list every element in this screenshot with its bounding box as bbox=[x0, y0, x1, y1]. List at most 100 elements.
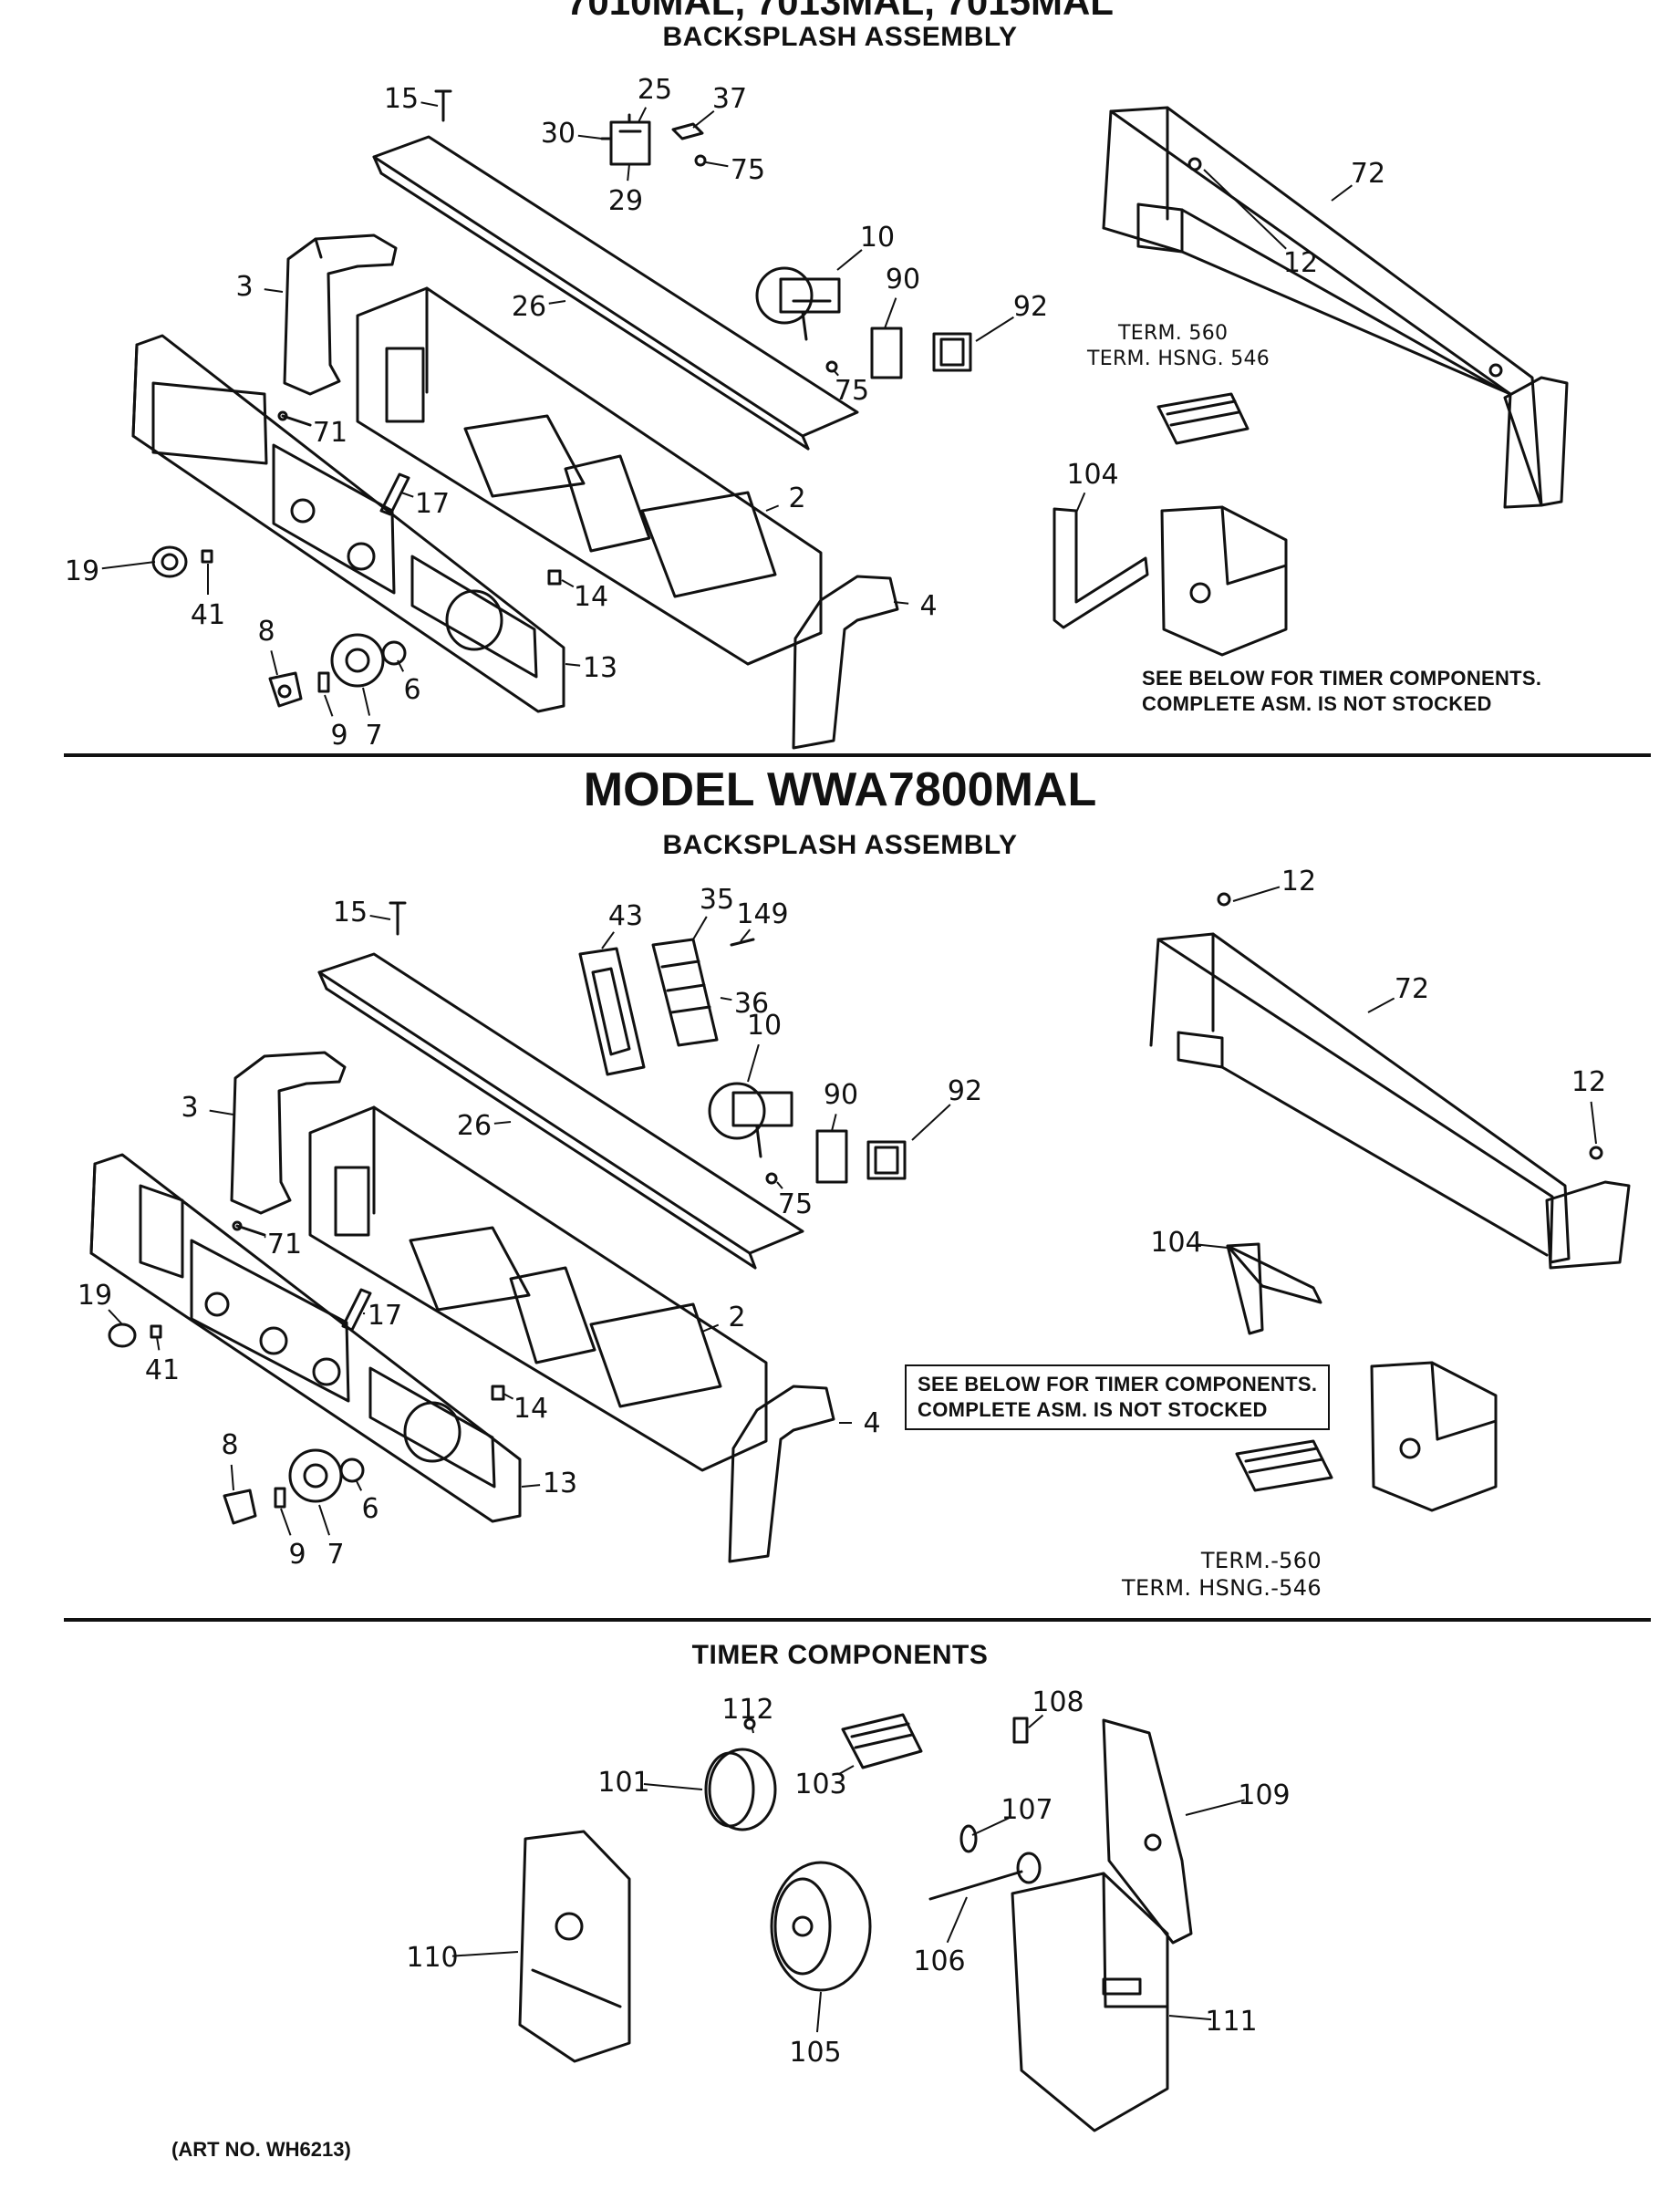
control-panel-frame-2-s2 bbox=[308, 1105, 768, 1472]
callout-leader-92 bbox=[975, 316, 1014, 342]
end-cap-4-s2 bbox=[728, 1385, 835, 1563]
callout-leader-104 bbox=[1196, 1243, 1229, 1249]
callout-leader-104 bbox=[1075, 492, 1086, 514]
callout-10: 10 bbox=[860, 222, 895, 254]
callout-92: 92 bbox=[948, 1075, 982, 1107]
clip-37 bbox=[671, 122, 704, 140]
callout-leader-107 bbox=[971, 1817, 1010, 1836]
callout-71: 71 bbox=[267, 1229, 302, 1260]
callout-leader-6 bbox=[355, 1478, 363, 1491]
callout-leader-37 bbox=[692, 109, 715, 129]
callout-leader-112 bbox=[751, 1728, 754, 1734]
callout-leader-75 bbox=[833, 369, 839, 377]
timer-note-1-line2: COMPLETE ASM. IS NOT STOCKED bbox=[1142, 692, 1492, 715]
callout-leader-101 bbox=[643, 1783, 703, 1790]
callout-6: 6 bbox=[403, 674, 420, 706]
dial-7-s2 bbox=[288, 1448, 343, 1503]
callout-leader-12 bbox=[1590, 1101, 1597, 1145]
link-17-s2 bbox=[341, 1288, 372, 1332]
callout-leader-12 bbox=[1232, 886, 1281, 902]
callout-3: 3 bbox=[181, 1092, 198, 1124]
callout-12: 12 bbox=[1283, 247, 1318, 279]
callout-30: 30 bbox=[541, 118, 576, 150]
callout-9: 9 bbox=[288, 1539, 306, 1571]
callout-2: 2 bbox=[728, 1302, 745, 1333]
link-17 bbox=[379, 472, 410, 516]
callout-75: 75 bbox=[778, 1188, 813, 1220]
knob-6-s2 bbox=[339, 1458, 365, 1483]
callout-8: 8 bbox=[257, 616, 275, 648]
callout-leader-3 bbox=[264, 288, 284, 293]
callout-leader-6 bbox=[397, 659, 405, 672]
callout-leader-8 bbox=[270, 650, 278, 676]
clip-41-s2 bbox=[150, 1324, 162, 1339]
switch-bracket-90-s2 bbox=[815, 1129, 848, 1184]
timer-note-2-line1: SEE BELOW FOR TIMER COMPONENTS. bbox=[918, 1373, 1318, 1395]
callout-29: 29 bbox=[608, 185, 643, 217]
bracket-43 bbox=[578, 947, 646, 1076]
callout-leader-149 bbox=[740, 929, 752, 942]
knob-19-s2 bbox=[108, 1323, 137, 1348]
timer-motor-101 bbox=[704, 1717, 777, 1831]
model-title: MODEL WWA7800MAL bbox=[583, 763, 1097, 816]
callout-leader-9 bbox=[280, 1508, 292, 1536]
callout-35: 35 bbox=[700, 884, 734, 916]
section1-subtitle: BACKSPLASH ASSEMBLY bbox=[662, 22, 1018, 52]
callout-leader-25 bbox=[638, 107, 648, 123]
callout-19: 19 bbox=[78, 1280, 112, 1312]
callout-leader-103 bbox=[837, 1765, 855, 1776]
callout-41: 41 bbox=[145, 1354, 180, 1386]
switch-block-35 bbox=[651, 938, 719, 1047]
callout-101: 101 bbox=[597, 1767, 649, 1799]
callout-72: 72 bbox=[1351, 158, 1385, 190]
callout-leader-14 bbox=[561, 579, 575, 588]
callout-10: 10 bbox=[747, 1010, 782, 1042]
callout-leader-17 bbox=[400, 492, 414, 498]
callout-leader-110 bbox=[451, 1951, 519, 1957]
screw-75b bbox=[825, 360, 838, 373]
callout-leader-109 bbox=[1185, 1799, 1245, 1816]
callout-107: 107 bbox=[1001, 1794, 1053, 1826]
clip-9-s2 bbox=[274, 1487, 286, 1509]
callout-75: 75 bbox=[731, 154, 765, 186]
knob-19 bbox=[151, 545, 188, 578]
callout-leader-4 bbox=[893, 601, 909, 605]
control-panel-frame-2 bbox=[356, 286, 823, 666]
switch-bracket-29 bbox=[600, 113, 651, 166]
callout-110: 110 bbox=[406, 1942, 458, 1974]
callout-3: 3 bbox=[235, 271, 253, 303]
callout-105: 105 bbox=[789, 2037, 841, 2069]
clip-14-s2 bbox=[491, 1385, 505, 1401]
callout-71: 71 bbox=[313, 417, 347, 449]
callout-12: 12 bbox=[1281, 866, 1316, 897]
top-trim-26-s2 bbox=[317, 952, 804, 1270]
terminal-block-560-1 bbox=[1156, 392, 1250, 445]
callout-149: 149 bbox=[736, 898, 788, 930]
callout-leader-13 bbox=[565, 663, 581, 667]
callout-13: 13 bbox=[583, 652, 617, 684]
front-console-13 bbox=[131, 334, 565, 713]
knob-8-s2 bbox=[223, 1489, 257, 1525]
cam-105 bbox=[770, 1861, 872, 1992]
bracket-104 bbox=[1053, 507, 1149, 629]
terminal-label-2: TERM.-560 TERM. HSNG.-546 bbox=[1122, 1547, 1322, 1602]
screw-75-s2 bbox=[765, 1172, 778, 1185]
timer-plate-109 bbox=[1102, 1718, 1193, 1945]
callout-17: 17 bbox=[415, 488, 450, 520]
callout-12: 12 bbox=[1571, 1066, 1606, 1098]
callout-4: 4 bbox=[919, 590, 937, 622]
spring-108 bbox=[1012, 1717, 1029, 1744]
clip-41 bbox=[201, 549, 213, 564]
callout-leader-108 bbox=[1028, 1714, 1044, 1728]
pressure-switch-10 bbox=[755, 266, 841, 341]
callout-15: 15 bbox=[384, 83, 419, 115]
term-hsng-546-label-2: TERM. HSNG.-546 bbox=[1122, 1575, 1322, 1601]
timer-assembly-1 bbox=[1160, 505, 1288, 657]
timer-cover-111 bbox=[1011, 1872, 1169, 2132]
callout-43: 43 bbox=[608, 900, 643, 932]
callout-leader-105 bbox=[815, 1991, 822, 2033]
callout-leader-10 bbox=[747, 1043, 760, 1083]
backsplash-72 bbox=[1102, 106, 1569, 509]
timer-note-1-line1: SEE BELOW FOR TIMER COMPONENTS. bbox=[1142, 667, 1542, 690]
callout-leader-90 bbox=[884, 297, 897, 329]
